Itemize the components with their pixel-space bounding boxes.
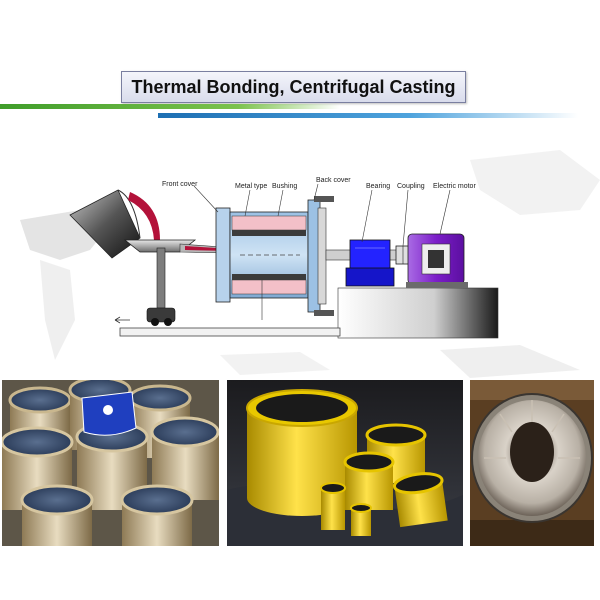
- page-title: Thermal Bonding, Centrifugal Casting: [121, 71, 466, 103]
- product-label-sticker: [81, 391, 137, 436]
- photo-large-bearing-shell: [470, 380, 594, 546]
- label-coupling: Coupling: [397, 183, 425, 190]
- molten-metal-stream: [128, 192, 160, 240]
- metal-layer-bottom: [232, 274, 306, 280]
- background-map: [20, 150, 600, 378]
- machine-base: [337, 287, 499, 339]
- leader-lines: [193, 183, 451, 320]
- blue-accent-bar: [158, 113, 578, 118]
- label-metal-type: Metal type: [235, 183, 267, 190]
- label-bushing: Bushing: [272, 183, 297, 190]
- photo-yellow-bushings: [227, 380, 463, 546]
- pouring-ladle: [69, 189, 141, 259]
- bushing-top: [231, 215, 307, 231]
- bearing: [345, 239, 395, 287]
- front-cover-plate: [215, 207, 231, 303]
- label-bearing: Bearing: [366, 183, 390, 190]
- photo-bimetal-bushings: [2, 380, 219, 546]
- machine-rail: [119, 327, 341, 337]
- metal-layer-top: [232, 230, 306, 236]
- centrifugal-casting-diagram: Front cover Metal type Bushing Back cove…: [20, 150, 600, 378]
- bushing-bottom: [231, 279, 307, 295]
- label-back-cover: Back cover: [316, 177, 351, 184]
- label-front-cover: Front cover: [162, 181, 198, 188]
- pouring-funnel: [123, 239, 236, 326]
- label-electric-motor: Electric motor: [433, 183, 476, 190]
- green-accent-bar: [0, 104, 340, 109]
- electric-motor: [406, 233, 468, 288]
